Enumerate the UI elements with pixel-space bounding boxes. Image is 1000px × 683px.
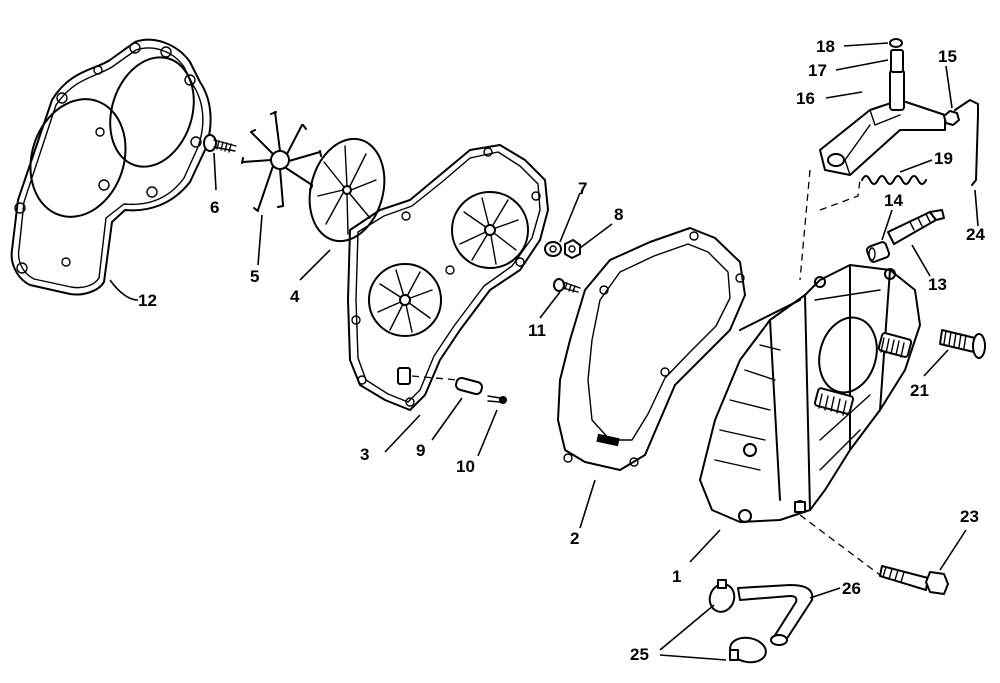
- part-7-washer: [544, 241, 562, 257]
- callout-2: 2: [570, 529, 579, 548]
- callout-24: 24: [966, 225, 985, 244]
- part-1-pump-body: [699, 264, 921, 523]
- callout-23: 23: [960, 507, 979, 526]
- callout-7: 7: [578, 179, 587, 198]
- leader-lines: [109, 42, 979, 661]
- part-25-clamp-lower: [729, 636, 767, 664]
- part-15-nut: [943, 110, 960, 126]
- callout-18: 18: [816, 37, 835, 56]
- callout-14: 14: [884, 191, 903, 210]
- callout-21: 21: [910, 381, 929, 400]
- part-24-rod: [954, 99, 979, 186]
- part-12-gasket: [10, 38, 212, 296]
- part-3-housing-plate: [347, 144, 549, 411]
- alignment-lines: [411, 169, 881, 576]
- part-6-screw: [203, 134, 237, 153]
- part-8-nut: [564, 239, 581, 259]
- part-16-arm: [819, 69, 946, 176]
- callout-labels: 1 2 3 4 5 6 7 8 9 10 11 12 13 14 15 16 1…: [138, 37, 985, 664]
- part-5-impeller: [241, 111, 322, 212]
- part-2-gasket: [557, 227, 746, 471]
- part-26-hose: [737, 584, 814, 646]
- part-19-spring: [861, 175, 927, 185]
- callout-5: 5: [250, 267, 259, 286]
- callout-9: 9: [416, 441, 425, 460]
- part-17-pin: [890, 49, 904, 73]
- right-impeller-vanes: [459, 197, 519, 265]
- callout-15: 15: [938, 47, 957, 66]
- left-impeller-vanes: [377, 269, 433, 333]
- callout-17: 17: [808, 61, 827, 80]
- part-23-bolt: [879, 565, 949, 595]
- part-14-bushing: [865, 241, 891, 263]
- part-10-screw: [487, 395, 507, 404]
- callout-12: 12: [138, 291, 157, 310]
- part-4-plate: [308, 137, 386, 243]
- callout-26: 26: [842, 579, 861, 598]
- callout-25: 25: [630, 645, 649, 664]
- callout-11: 11: [528, 321, 546, 340]
- callout-10: 10: [456, 457, 475, 476]
- callout-8: 8: [614, 205, 623, 224]
- part-21-bolt: [939, 329, 986, 359]
- callout-16: 16: [796, 89, 815, 108]
- callout-19: 19: [934, 149, 953, 168]
- callout-1: 1: [672, 567, 681, 586]
- part-13-fitting: [887, 209, 945, 245]
- callout-6: 6: [210, 198, 219, 217]
- part-11-screw: [553, 278, 581, 293]
- callout-13: 13: [928, 275, 947, 294]
- callout-4: 4: [290, 287, 300, 306]
- part-9-pin: [455, 376, 483, 396]
- part-25-clamp-upper: [708, 579, 736, 613]
- callout-3: 3: [360, 445, 369, 464]
- part-18-clip: [889, 38, 903, 48]
